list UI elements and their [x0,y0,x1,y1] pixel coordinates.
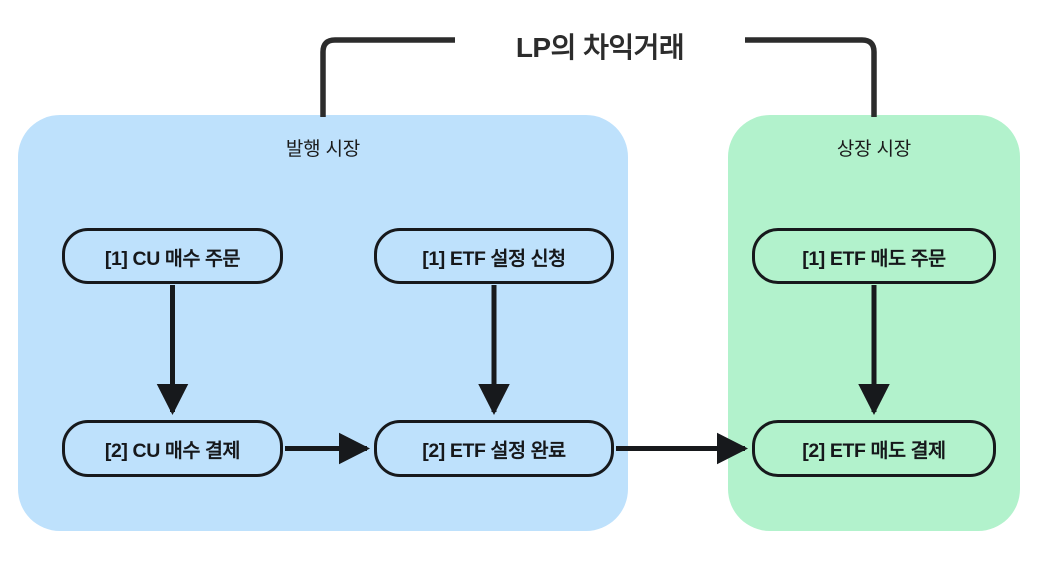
node-cu-settlement[interactable]: [2] CU 매수 결제 [62,420,283,477]
node-cu-order[interactable]: [1] CU 매수 주문 [62,228,283,284]
node-etf-sell-order[interactable]: [1] ETF 매도 주문 [752,228,996,284]
node-etf-create-request[interactable]: [1] ETF 설정 신청 [374,228,614,284]
bracket-title: LP의 차익거래 [515,32,685,63]
panel-listed-market-label: 상장 시장 [836,139,912,160]
panel-issuance-market: 발행 시장 [18,115,628,531]
node-etf-sell-settlement[interactable]: [2] ETF 매도 결제 [752,420,996,477]
bracket-right-arm [745,37,877,117]
bracket-left-arm [320,37,455,117]
panel-issuance-market-label: 발행 시장 [285,139,361,160]
node-etf-create-complete[interactable]: [2] ETF 설정 완료 [374,420,614,477]
